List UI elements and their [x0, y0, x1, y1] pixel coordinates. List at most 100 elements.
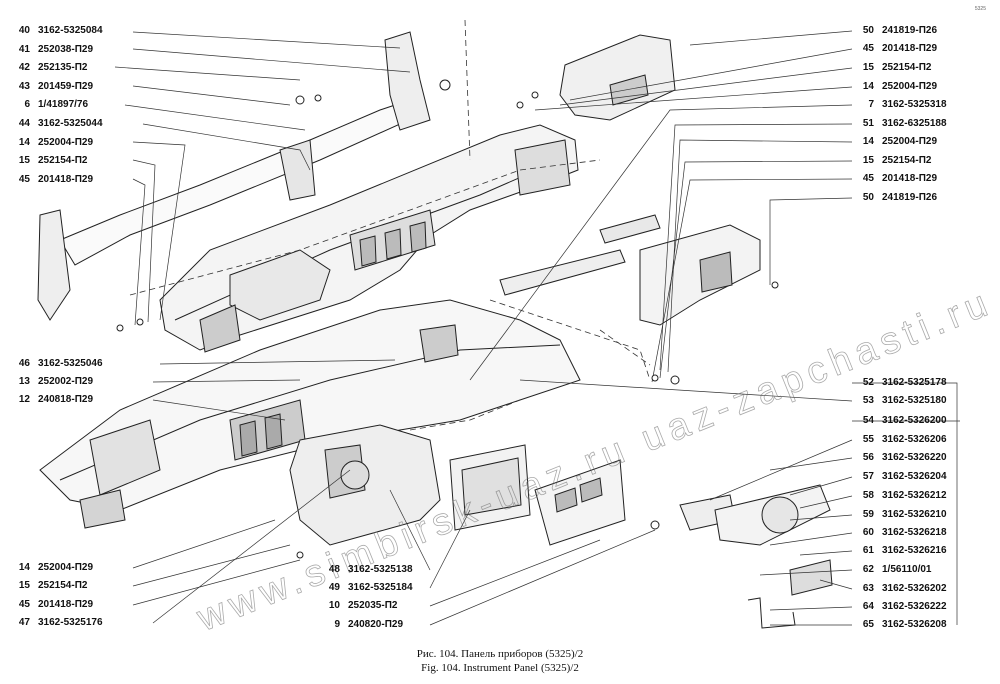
part-code: 252154-П2 [38, 155, 88, 167]
part-label: 65 3162-5326208 [852, 619, 947, 631]
part-label: 15 252154-П2 [8, 580, 88, 592]
part-number: 62 [862, 564, 874, 575]
part-label: 40 3162-5325084 [8, 25, 138, 37]
part-code: 201418-П29 [882, 43, 938, 54]
part-code: 3162-5326208 [882, 619, 947, 630]
part-number: 9 [334, 619, 340, 630]
part-code: 240820-П29 [348, 619, 404, 630]
part-number: 14 [18, 136, 30, 148]
part-code: 3162-5325044 [38, 118, 103, 129]
part-number: 12 [18, 394, 30, 405]
part-number: 51 [862, 118, 874, 129]
part-code: 252002-П29 [38, 376, 94, 387]
part-code: 3162-5326212 [882, 490, 947, 501]
part-number: 15 [18, 580, 30, 591]
part-number: 48 [328, 564, 340, 575]
part-code: 3162-5326202 [882, 583, 947, 594]
part-code: 252004-П29 [38, 562, 94, 573]
part-code: 240818-П29 [38, 394, 94, 405]
part-label: 15 252154-П2 [852, 62, 932, 74]
part-number: 50 [862, 25, 874, 36]
part-number: 49 [328, 582, 340, 593]
part-code: 252154-П2 [882, 155, 932, 166]
part-number: 46 [18, 358, 30, 369]
part-code: 3162-5326206 [882, 434, 947, 445]
part-code: 3162-5325318 [882, 99, 947, 110]
figure-caption-ru: Рис. 104. Панель приборов (5325)/2 [416, 648, 584, 660]
part-number: 55 [862, 434, 874, 445]
part-number: 41 [18, 43, 30, 55]
part-number: 44 [18, 118, 30, 129]
part-code: 252004-П29 [882, 81, 938, 92]
part-code: 252154-П2 [882, 62, 932, 73]
part-label: 64 3162-5326222 [852, 601, 947, 613]
part-number: 14 [862, 136, 874, 147]
part-code: 252154-П2 [38, 580, 88, 591]
part-code: 3162-5326200 [882, 415, 947, 426]
part-code: 3162-6325188 [882, 118, 947, 129]
part-number: 60 [862, 527, 874, 538]
part-code: 201418-П29 [882, 173, 938, 184]
part-code: 3162-5326216 [882, 545, 947, 556]
part-number: 15 [862, 155, 874, 166]
part-label: 45 201418-П29 [852, 43, 937, 55]
part-code: 3162-5326222 [882, 601, 947, 612]
part-number: 53 [862, 395, 874, 406]
part-code: 252004-П29 [38, 136, 94, 148]
part-number: 40 [18, 25, 30, 36]
part-number: 6 [24, 99, 30, 111]
part-number: 45 [862, 43, 874, 54]
part-code: 241819-П26 [882, 192, 938, 203]
corner-mark: 5325 [974, 6, 986, 12]
part-code: 3162-5325178 [882, 377, 947, 388]
part-number: 7 [868, 99, 874, 110]
part-label: 51 3162-6325188 [852, 118, 947, 130]
part-code: 3162-5326210 [882, 509, 947, 520]
part-label: 10 252035-П2 [318, 600, 398, 612]
part-number: 15 [18, 155, 30, 167]
part-code: 252038-П29 [38, 43, 94, 55]
part-label: 15 252154-П2 [8, 155, 138, 167]
part-number: 59 [862, 509, 874, 520]
part-number: 10 [328, 600, 340, 611]
part-code: 3162-5325084 [38, 25, 103, 36]
part-code: 252035-П2 [348, 600, 398, 611]
part-label: 15 252154-П2 [852, 155, 932, 167]
part-number: 65 [862, 619, 874, 630]
part-label: 52 3162-5325178 [852, 377, 947, 389]
part-code: 3162-5325176 [38, 617, 103, 628]
part-code: 3162-5326204 [882, 471, 947, 482]
part-label: 61 3162-5326216 [852, 545, 947, 557]
part-number: 64 [862, 601, 874, 612]
part-number: 61 [862, 545, 874, 556]
part-label: 14 252004-П29 [8, 137, 138, 149]
part-number: 47 [18, 617, 30, 628]
part-label: 12 240818-П29 [8, 394, 93, 406]
part-number: 13 [18, 376, 30, 387]
part-label: 44 3162-5325044 [8, 118, 138, 130]
part-label: 13 252002-П29 [8, 376, 93, 388]
part-number: 15 [862, 62, 874, 73]
part-code: 201418-П29 [38, 599, 94, 610]
part-number: 52 [862, 377, 874, 388]
part-number: 45 [862, 173, 874, 184]
part-label: 55 3162-5326206 [852, 434, 947, 446]
part-code: 3162-5325138 [348, 564, 413, 575]
part-label: 7 3162-5325318 [852, 99, 947, 111]
part-code: 252135-П2 [38, 62, 88, 74]
